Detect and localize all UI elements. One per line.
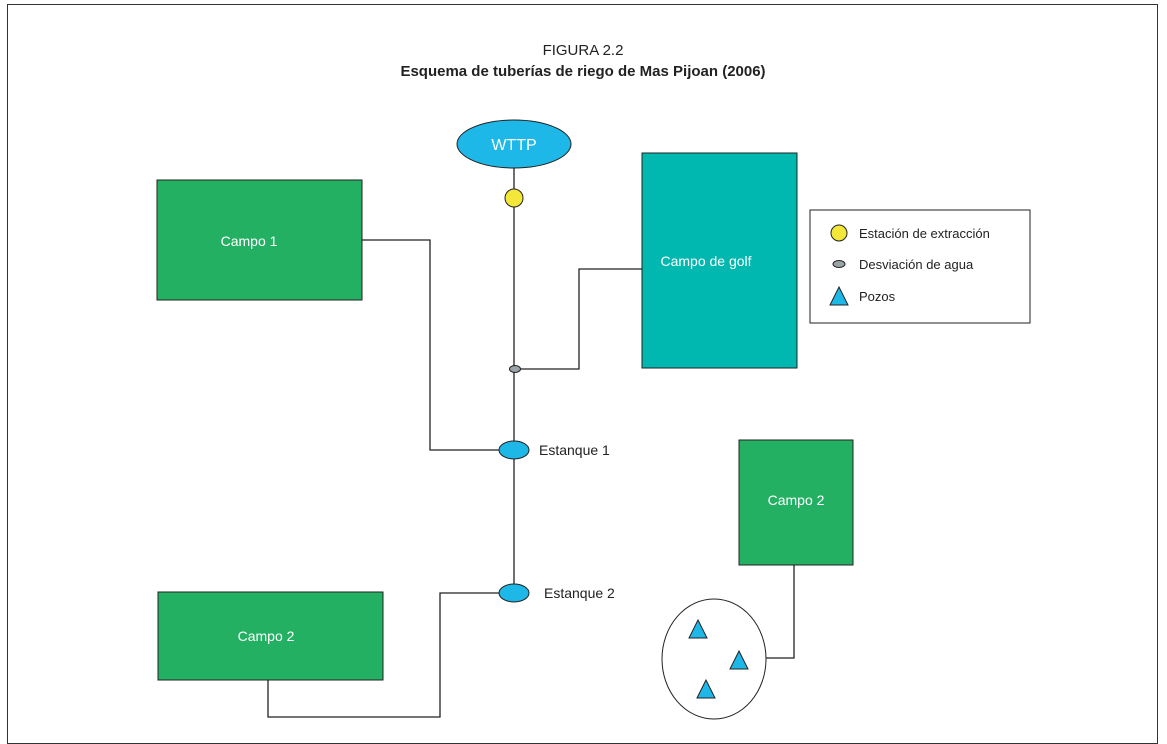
wttp-node — [456, 119, 572, 169]
legend-extraction-icon — [830, 224, 848, 242]
wttp-label: WTTP — [491, 137, 536, 154]
figure-label: FIGURA 2.2 — [543, 42, 624, 59]
campo2-right-label: Campo 2 — [768, 492, 825, 508]
figure-title: Esquema de tuberías de riego de Mas Pijo… — [400, 63, 765, 80]
estanque2-node — [498, 583, 530, 603]
legend: Estación de extracción Desviación de agu… — [809, 209, 1031, 324]
legend-extraction-label: Estación de extracción — [859, 226, 990, 241]
estanque1-node — [498, 440, 530, 460]
pipe-campo2-right — [766, 565, 795, 659]
estanque2-label: Estanque 2 — [544, 585, 615, 601]
pipe-network — [267, 162, 795, 718]
estanque1-label: Estanque 1 — [539, 442, 610, 458]
legend-wells-label: Pozos — [859, 289, 896, 304]
legend-wells-icon — [829, 285, 849, 306]
wells-enclosure — [661, 598, 767, 720]
campo2-left-field — [157, 591, 384, 681]
well-triangle-icon — [729, 649, 749, 670]
legend-diversion-label: Desviación de agua — [859, 257, 974, 272]
campo2-left-label: Campo 2 — [238, 628, 295, 644]
campo2-right-field — [738, 439, 854, 566]
pipe-campo2-left — [267, 592, 500, 718]
campo-golf-field — [641, 152, 798, 369]
pipe-campo-golf — [514, 268, 642, 370]
legend-diversion-icon — [832, 260, 846, 268]
water-diversion-icon — [509, 365, 521, 373]
well-triangle-icon — [696, 678, 716, 699]
campo1-label: Campo 1 — [221, 233, 278, 249]
campo-golf-label: Campo de golf — [660, 253, 751, 269]
extraction-station-icon — [504, 188, 524, 208]
well-triangle-icon — [688, 618, 708, 639]
pipe-campo1 — [362, 239, 500, 451]
campo1-field — [156, 179, 363, 301]
